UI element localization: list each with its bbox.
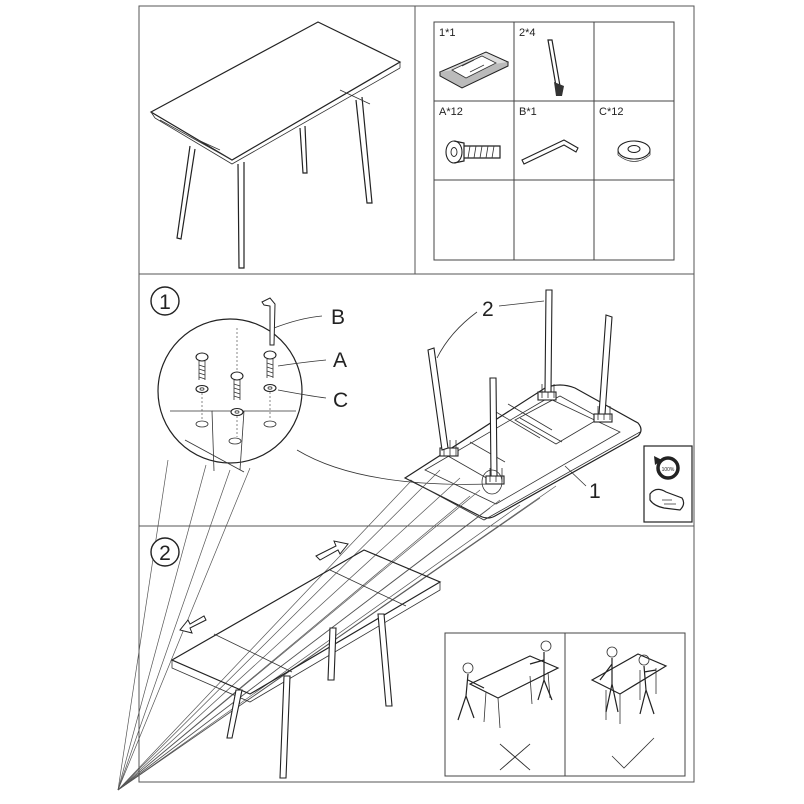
rotate-badge-percent: 100% (662, 467, 675, 473)
sheet-frame (138, 5, 695, 783)
step-2-badge (150, 537, 180, 567)
callout-b: B (331, 306, 345, 329)
incorrect-mark-icon (499, 743, 531, 771)
fastener-stack-right (263, 350, 277, 420)
fastener-detail-magnifier (157, 297, 303, 473)
part-label-legs: 2*4 (519, 27, 536, 39)
step-1-badge (150, 286, 180, 316)
part-label-bolt: A*12 (439, 106, 463, 118)
parts-grid: 1*1 2*4 A*12 B*1 C*12 (433, 21, 675, 261)
correct-mark-icon (611, 737, 655, 769)
incorrect-lifting-figure (457, 640, 560, 771)
correct-lifting-figure (590, 646, 668, 769)
fastener-stack-left (195, 352, 209, 420)
step-2-number: 2 (159, 542, 171, 565)
extend-arrow-right (315, 540, 349, 561)
lifting-panels (444, 632, 686, 777)
extend-arrow-left (179, 615, 207, 634)
step-2-section: 2 (150, 537, 686, 779)
fastener-stack-middle (230, 328, 244, 437)
part-label-allen-key: B*1 (519, 106, 537, 118)
part-label-washer: C*12 (599, 106, 623, 118)
leg-part-icon (547, 39, 564, 96)
callout-c: C (333, 389, 348, 412)
perspective-guide-lines (117, 459, 557, 791)
rotate-hint-badge: 100% (643, 445, 693, 523)
bolt-part-icon (445, 140, 501, 164)
washer-part-icon (617, 140, 651, 162)
part-label-top: 1*1 (439, 27, 456, 39)
assembled-table-illustration (149, 21, 402, 269)
allen-key-part-icon (521, 139, 579, 165)
inverted-table-illustration (403, 289, 642, 521)
tabletop-part-icon (438, 51, 510, 89)
callout-top: 1 (589, 480, 601, 503)
extended-table-illustration (170, 540, 442, 779)
step-1-number: 1 (159, 291, 171, 314)
step-1-section: 1 (150, 286, 693, 523)
callout-a: A (333, 349, 347, 372)
callout-legs: 2 (482, 298, 494, 321)
